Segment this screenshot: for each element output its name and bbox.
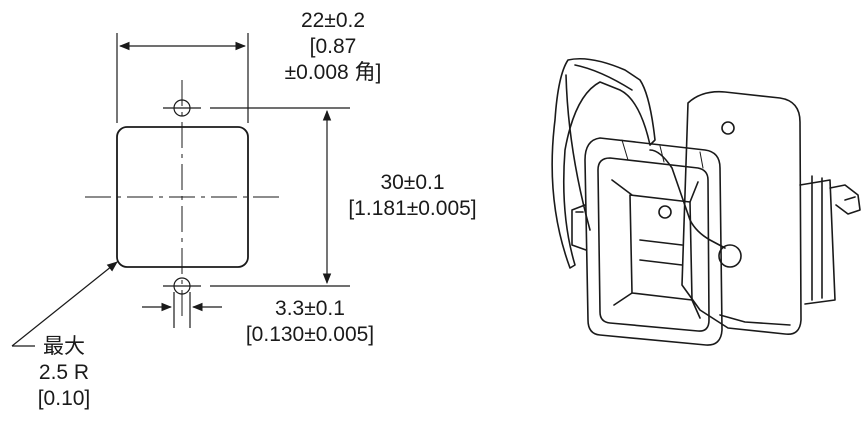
width-dim-imperial: [0.87	[309, 35, 357, 58]
mounting-hole-bottom	[163, 277, 201, 295]
latch-pin-icon	[718, 244, 742, 268]
height-dimension-lines	[210, 107, 350, 287]
flange-hole-icon	[721, 121, 735, 135]
width-dim-value: 22±0.2	[300, 9, 366, 32]
hole-dim-imperial: [0.130±0.005]	[245, 323, 375, 346]
front-housing	[584, 137, 723, 346]
height-dim-imperial: [1.181±0.005]	[348, 197, 477, 220]
hole-dimension-lines	[142, 292, 222, 328]
width-dimension-label: 22±0.2 [0.87 ±0.008 角]	[268, 8, 398, 86]
center-lines	[85, 80, 282, 322]
mounting-flange	[681, 90, 802, 336]
width-dim-tolerance: ±0.008 角]	[284, 61, 382, 84]
height-dimension-label: 30±0.1 [1.181±0.005]	[340, 170, 485, 222]
radius-note-value: 2.5 R	[38, 361, 90, 384]
radius-note-label: 最大 2.5 R [0.10]	[28, 334, 100, 412]
rear-clip	[829, 184, 861, 215]
hole-dim-value: 3.3±0.1	[275, 297, 345, 320]
mounting-hole-top	[163, 99, 201, 117]
height-dim-value: 30±0.1	[380, 171, 445, 194]
latch-arm	[649, 149, 726, 249]
latch-lever	[551, 57, 656, 269]
rear-housing	[799, 179, 836, 305]
radius-note-imperial: [0.10]	[37, 387, 91, 410]
hole-dimension-label: 3.3±0.1 [0.130±0.005]	[235, 296, 385, 348]
radius-note-max: 最大	[43, 335, 85, 358]
radius-leader	[11, 261, 118, 347]
